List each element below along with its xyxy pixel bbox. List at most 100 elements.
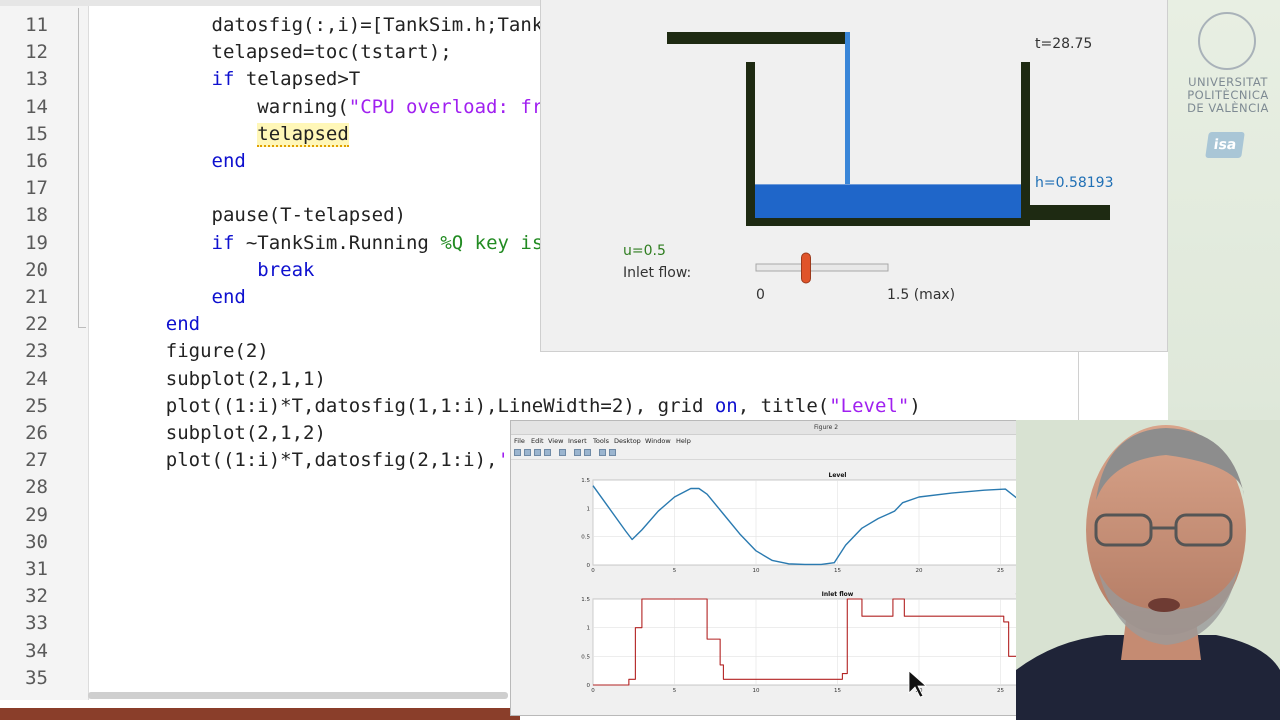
code-line[interactable]: 25 plot((1:i)*T,datosfig(1,1:i),LineWidt… xyxy=(0,393,1100,420)
colorbar-icon[interactable] xyxy=(574,449,581,456)
print-icon[interactable] xyxy=(544,449,551,456)
code-comment: %Q key is xyxy=(440,231,544,254)
code-text: datosfig(:,i)=[TankSim.h;Tank xyxy=(120,12,544,39)
code-line[interactable]: 21 end xyxy=(0,284,1100,311)
series-line xyxy=(592,485,1062,566)
code-line[interactable]: 20 break xyxy=(0,257,1100,284)
pointer-icon[interactable] xyxy=(599,449,606,456)
menu-view[interactable]: View xyxy=(548,437,564,445)
slider-min-label: 0 xyxy=(756,287,765,303)
menu-insert[interactable]: Insert xyxy=(568,437,587,445)
code-line[interactable]: 31 xyxy=(0,556,1100,583)
code-line[interactable]: 17 xyxy=(0,175,1100,202)
figure-2-menubar: File Edit View Insert Tools Desktop Wind… xyxy=(511,435,1141,447)
menu-window[interactable]: Window xyxy=(645,437,671,445)
beard xyxy=(1098,570,1238,645)
line-number: 29 xyxy=(25,503,48,526)
x-tick-label: 0 xyxy=(591,688,595,694)
u-label: u=0.5 xyxy=(623,243,666,259)
code-line[interactable]: 24 subplot(2,1,1) xyxy=(0,366,1100,393)
time-label: t=28.75 xyxy=(1035,36,1093,52)
slider-max-label: 1.5 (max) xyxy=(887,287,956,303)
x-tick-label: 15 xyxy=(834,568,841,574)
code-line[interactable]: 35 xyxy=(0,665,1100,692)
level-label: h=0.58193 xyxy=(1035,175,1114,191)
code-string: "CPU overload: fr xyxy=(348,95,544,118)
logo-line-1: UNIVERSITAT xyxy=(1188,75,1268,89)
code-line[interactable]: 22 end xyxy=(0,311,1100,338)
inlet-flow-label: Inlet flow: xyxy=(623,265,692,281)
menu-desktop[interactable]: Desktop xyxy=(614,437,641,445)
line-number: 35 xyxy=(25,666,48,689)
code-plain: ~TankSim.Running xyxy=(234,231,441,254)
x-tick-label: 15 xyxy=(834,688,841,694)
code-line[interactable]: 28 xyxy=(0,474,1100,501)
code-line[interactable]: 26 subplot(2,1,2) xyxy=(0,420,1100,447)
code-line[interactable]: 15 telapsed xyxy=(0,121,1100,148)
code-fold-end xyxy=(78,327,86,328)
code-line[interactable]: 29 xyxy=(0,502,1100,529)
code-string: "Level" xyxy=(829,394,910,417)
code-text: if telapsed>T xyxy=(120,66,361,93)
line-number: 11 xyxy=(25,14,48,36)
menu-file[interactable]: File xyxy=(514,437,525,445)
line-number-gutter xyxy=(0,0,89,700)
save-icon[interactable] xyxy=(534,449,541,456)
code-line[interactable]: 16 end xyxy=(0,148,1100,175)
y-tick-label: 0 xyxy=(587,563,591,569)
inlet-pipe xyxy=(667,32,845,44)
new-figure-icon[interactable] xyxy=(514,449,521,456)
code-text: plot((1:i)*T,datosfig(2,1:i),'r xyxy=(120,447,521,474)
inlet-slider-knob xyxy=(801,252,811,284)
logo-line-2: POLITÈCNICA xyxy=(1187,88,1269,102)
code-plain: , title( xyxy=(737,394,830,417)
menu-tools[interactable]: Tools xyxy=(593,437,610,445)
line-number: 25 xyxy=(25,394,48,417)
code-line[interactable]: 27 plot((1:i)*T,datosfig(2,1:i),'r xyxy=(0,447,1100,474)
legend-icon[interactable] xyxy=(584,449,591,456)
code-indent xyxy=(120,286,212,308)
code-text: plot((1:i)*T,datosfig(1,1:i),LineWidth=2… xyxy=(120,393,921,420)
code-line[interactable]: 34 xyxy=(0,638,1100,665)
code-keyword: on xyxy=(714,394,738,417)
code-text: subplot(2,1,1) xyxy=(120,366,326,393)
code-line[interactable]: 30 xyxy=(0,529,1100,556)
line-number: 21 xyxy=(25,286,48,308)
inlet-slider-track xyxy=(755,263,889,272)
inlet-stream xyxy=(845,32,850,184)
code-line[interactable]: 11 datosfig(:,i)=[TankSim.h;Tank xyxy=(0,12,1100,39)
code-line[interactable]: 32 xyxy=(0,583,1100,610)
code-line[interactable]: 12 telapsed=toc(tstart); xyxy=(0,39,1100,66)
code-keyword: end xyxy=(211,286,246,308)
code-line[interactable]: 13 if telapsed>T xyxy=(0,66,1100,93)
code-text: end xyxy=(120,148,246,175)
line-number: 17 xyxy=(25,177,48,200)
link-plot-icon[interactable] xyxy=(559,449,566,456)
line-number: 34 xyxy=(25,639,48,662)
isa-badge: isa xyxy=(1205,132,1245,158)
line-number: 18 xyxy=(25,204,48,227)
property-inspector-icon[interactable] xyxy=(609,449,616,456)
code-indent xyxy=(120,150,212,172)
code-line[interactable]: 33 xyxy=(0,610,1100,637)
code-plain: figure(2) xyxy=(120,340,269,363)
code-line[interactable]: 14 warning("CPU overload: fr xyxy=(0,94,1100,121)
glasses-left xyxy=(1094,513,1153,547)
tank-right-wall xyxy=(1021,62,1030,226)
line-number: 23 xyxy=(25,340,48,363)
taskbar-strip xyxy=(0,708,520,720)
code-plain: subplot(2,1,2) xyxy=(120,422,326,444)
code-line[interactable]: 23 figure(2) xyxy=(0,338,1100,365)
open-file-icon[interactable] xyxy=(524,449,531,456)
code-plain: subplot(2,1,1) xyxy=(120,367,326,390)
code-plain: telapsed=toc(tstart); xyxy=(120,41,452,64)
code-line[interactable]: 18 pause(T-telapsed) xyxy=(0,202,1100,229)
horizontal-scrollbar[interactable] xyxy=(88,692,508,699)
code-line[interactable]: 19 if ~TankSim.Running %Q key is xyxy=(0,230,1100,257)
code-text: figure(2) xyxy=(120,338,269,365)
menu-help[interactable]: Help xyxy=(676,437,691,445)
code-indent xyxy=(120,232,212,254)
code-plain: telapsed>T xyxy=(234,68,361,91)
menu-edit[interactable]: Edit xyxy=(531,437,544,445)
x-tick-label: 5 xyxy=(673,568,677,574)
